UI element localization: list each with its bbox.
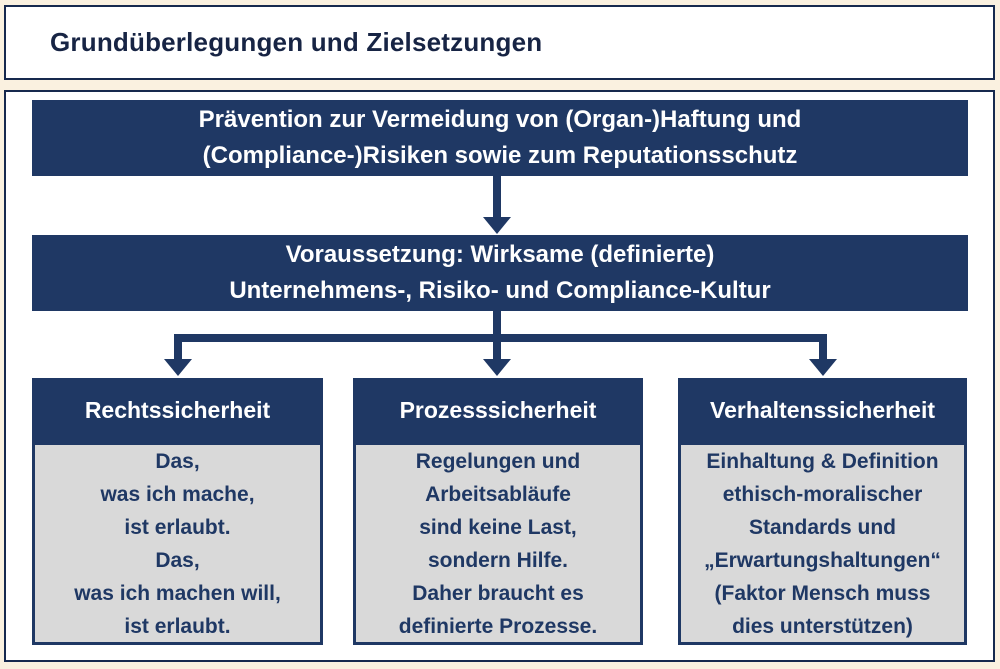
branch-left-stem	[174, 334, 182, 360]
body-line: ist erlaubt.	[124, 614, 231, 638]
banner-prerequisite-line2: Unternehmens-, Risiko- und Compliance-Ku…	[229, 277, 771, 304]
title-box: Grundüberlegungen und Zielsetzungen	[4, 5, 995, 80]
body-line: dies unterstützen)	[732, 614, 913, 638]
body-line: Das,	[155, 548, 200, 572]
branch-middle-arrow-icon	[483, 359, 511, 376]
branch-right-stem	[819, 334, 827, 360]
body-line: Regelungen und	[415, 449, 581, 473]
column-prozesssicherheit-header: Prozesssicherheit	[353, 378, 643, 442]
arrow-head-icon	[483, 217, 511, 234]
page-title: Grundüberlegungen und Zielsetzungen	[50, 27, 543, 57]
column-rechtssicherheit: Rechtssicherheit Das, was ich mache, ist…	[32, 378, 323, 645]
branch-right-arrow-icon	[809, 359, 837, 376]
body-line: definierte Prozesse.	[398, 614, 598, 638]
branch-left-arrow-icon	[164, 359, 192, 376]
body-line: „Erwartungshaltungen“	[704, 548, 941, 572]
body-line: Arbeitsabläufe	[425, 482, 571, 506]
body-line: Einhaltung & Definition	[706, 449, 939, 473]
body-line: (Faktor Mensch muss	[714, 581, 931, 605]
column-prozesssicherheit: Prozesssicherheit Regelungen und Arbeits…	[353, 378, 643, 645]
column-prozesssicherheit-body: Regelungen und Arbeitsabläufe sind keine…	[353, 442, 643, 645]
arrow-stem	[493, 176, 501, 218]
body-line: Daher braucht es	[412, 581, 584, 605]
column-verhaltenssicherheit: Verhaltenssicherheit Einhaltung & Defini…	[678, 378, 967, 645]
branch-middle-stem	[493, 334, 501, 360]
banner-prerequisite-line1: Voraussetzung: Wirksame (definierte)	[285, 241, 715, 268]
column-rechtssicherheit-body: Das, was ich mache, ist erlaubt. Das, wa…	[32, 442, 323, 645]
body-line: Standards und	[748, 515, 896, 539]
body-line: was ich mache,	[100, 482, 255, 506]
column-rechtssicherheit-header: Rechtssicherheit	[32, 378, 323, 442]
banner-prevention: Prävention zur Vermeidung von (Organ-)Ha…	[32, 100, 968, 176]
body-line: ethisch-moralischer	[722, 482, 923, 506]
body-line: ist erlaubt.	[124, 515, 231, 539]
connector-stem	[493, 311, 501, 335]
banner-prevention-line2: (Compliance-)Risiken sowie zum Reputatio…	[202, 142, 798, 169]
body-line: sind keine Last,	[419, 515, 577, 539]
column-verhaltenssicherheit-body: Einhaltung & Definition ethisch-moralisc…	[678, 442, 967, 645]
body-line: sondern Hilfe.	[427, 548, 569, 572]
body-line: was ich machen will,	[74, 581, 281, 605]
body-line: Das,	[155, 449, 200, 473]
banner-prerequisite: Voraussetzung: Wirksame (definierte) Unt…	[32, 235, 968, 311]
column-verhaltenssicherheit-header: Verhaltenssicherheit	[678, 378, 967, 442]
banner-prevention-line1: Prävention zur Vermeidung von (Organ-)Ha…	[198, 106, 802, 133]
